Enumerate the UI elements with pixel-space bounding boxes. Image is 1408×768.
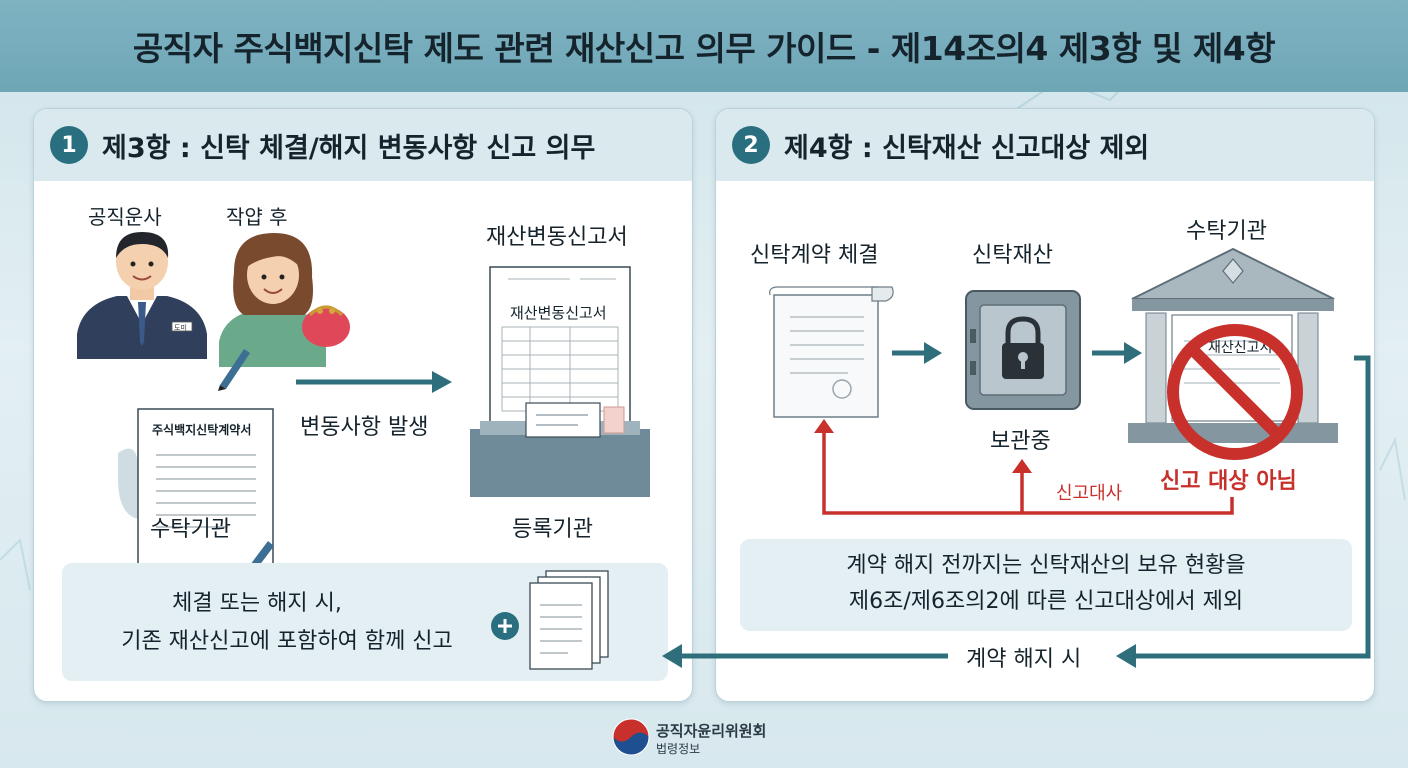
flow-arrow-1 [892, 342, 942, 364]
contract-scroll-icon [769, 286, 894, 418]
trust-asset-label: 신탁재산 [972, 243, 1053, 268]
right-note-line1: 계약 해지 전까지는 신탁재산의 보유 현황을 [846, 553, 1246, 578]
page-title: 공직자 주식백지신탁 제도 관련 재산신고 의무 가이드 - 제14조의4 제3… [132, 29, 1276, 68]
contract-document-icon [118, 408, 274, 590]
right-note-line2: 제6조/제6조의2에 따른 신고대상에서 제외 [848, 589, 1244, 614]
pen-icon [218, 349, 250, 391]
change-arrow [296, 371, 452, 393]
left-note-line2: 기존 재산신고에 포함하여 함께 신고 [121, 629, 453, 654]
panel-article3-header: 1 제3항 : 신탁 체결/해지 변동사항 신고 의무 [34, 109, 692, 181]
plus-icon [491, 612, 519, 640]
person2-label: 작얍 후 [226, 205, 288, 229]
footer-org-sub: 법령정보 [656, 742, 701, 756]
flow-arrow-2 [1092, 342, 1142, 364]
step-number-badge: 1 [50, 126, 88, 164]
termination-label: 계약 해지 시 [966, 647, 1082, 672]
step-number-badge: 2 [732, 126, 770, 164]
contract-signing-label: 신탁계약 체결 [750, 243, 879, 268]
name-badge-text: 도미 [174, 324, 187, 332]
contract-doc-title: 주식백지신탁계약서 [152, 423, 252, 437]
panel-article4-header: 2 제4항 : 신탁재산 신고대상 제외 [716, 109, 1374, 181]
report-doc-label: 재산변동신고서 [486, 225, 628, 250]
documents-stack-icon [529, 570, 609, 670]
report-doc-inner-title: 재산변동신고서 [510, 304, 607, 322]
trustee-institution-label: 수탁기관 [1186, 219, 1267, 244]
left-note-line1: 체결 또는 해지 시, [172, 591, 342, 616]
trustee-label: 수탁기관 [150, 517, 231, 542]
panel-article3-heading: 제3항 : 신탁 체결/해지 변동사항 신고 의무 [102, 132, 596, 164]
registry-label: 등록기관 [512, 517, 593, 542]
panel-article4: 2 제4항 : 신탁재산 신고대상 제외 신탁계약 체결 신탁재산 수탁기관 보… [715, 108, 1375, 702]
government-emblem-icon [612, 718, 650, 756]
right-note-box [740, 539, 1352, 631]
report-target-label: 신고대사 [1056, 483, 1123, 504]
report-feedback-arrows [814, 419, 1234, 515]
not-report-target-label: 신고 대상 아님 [1160, 469, 1297, 494]
panel-article4-heading: 제4항 : 신탁재산 신고대상 제외 [784, 132, 1150, 164]
change-occurred-label: 변동사항 발생 [300, 415, 429, 440]
footer-org-name: 공직자윤리위원회 [656, 722, 767, 740]
property-report-document-icon [470, 266, 650, 497]
safe-lock-icon [965, 290, 1081, 410]
custody-label: 보관중 [990, 429, 1051, 454]
title-bar: 공직자 주식백지신탁 제도 관련 재산신고 의무 가이드 - 제14조의4 제3… [0, 0, 1408, 92]
bank-document-text: 재산신고서 [1208, 340, 1273, 356]
panel-article3: 1 제3항 : 신탁 체결/해지 변동사항 신고 의무 공직운사 작얍 후 도미 [33, 108, 693, 702]
person1-label: 공직운사 [88, 205, 162, 229]
official-man-illustration [77, 232, 207, 359]
prohibited-icon [1167, 324, 1303, 460]
